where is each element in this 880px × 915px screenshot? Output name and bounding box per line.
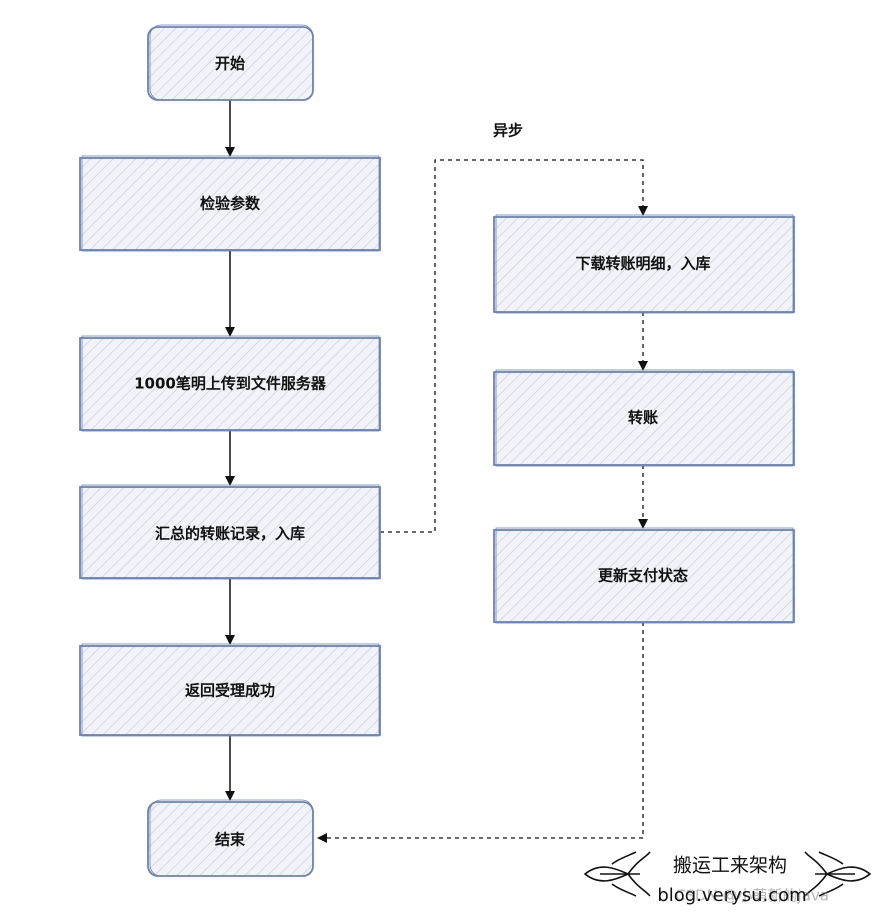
- node-end-label: 结束: [215, 831, 246, 849]
- ornament-right-icon: [804, 851, 872, 897]
- async-flow-arrows: [317, 159, 648, 843]
- watermark: 搬运工来架构 CSDN @小萌新的java blog.verysu.com: [583, 851, 872, 906]
- watermark-csdn: CSDN @小萌新的java: [675, 887, 829, 905]
- node-download-label: 下载转账明细，入库: [575, 255, 710, 273]
- node-transfer: 转账: [493, 369, 795, 467]
- arrow-summary-to-download: [380, 159, 648, 533]
- node-accepted-label: 返回受理成功: [185, 682, 275, 700]
- node-transfer-label: 转账: [628, 409, 658, 427]
- ornament-left-icon: [583, 851, 651, 897]
- node-validate-label: 检验参数: [200, 195, 261, 213]
- arrow-update-to-end: [317, 622, 644, 843]
- node-accepted: 返回受理成功: [79, 643, 381, 737]
- node-start: 开始: [147, 24, 314, 101]
- node-upload-label: 1000笔明上传到文件服务器: [134, 375, 327, 393]
- node-summary-label: 汇总的转账记录，入库: [155, 525, 305, 543]
- node-download: 下载转账明细，入库: [493, 214, 795, 314]
- async-label: 异步: [493, 122, 523, 140]
- node-end: 结束: [147, 799, 314, 877]
- node-start-label: 开始: [215, 55, 245, 73]
- node-update-label: 更新支付状态: [598, 567, 688, 585]
- node-validate: 检验参数: [79, 155, 381, 252]
- watermark-url: blog.verysu.com: [657, 885, 806, 906]
- node-update: 更新支付状态: [493, 527, 795, 624]
- node-summary: 汇总的转账记录，入库: [79, 484, 381, 580]
- watermark-title: 搬运工来架构: [673, 855, 787, 877]
- node-upload: 1000笔明上传到文件服务器: [79, 335, 381, 432]
